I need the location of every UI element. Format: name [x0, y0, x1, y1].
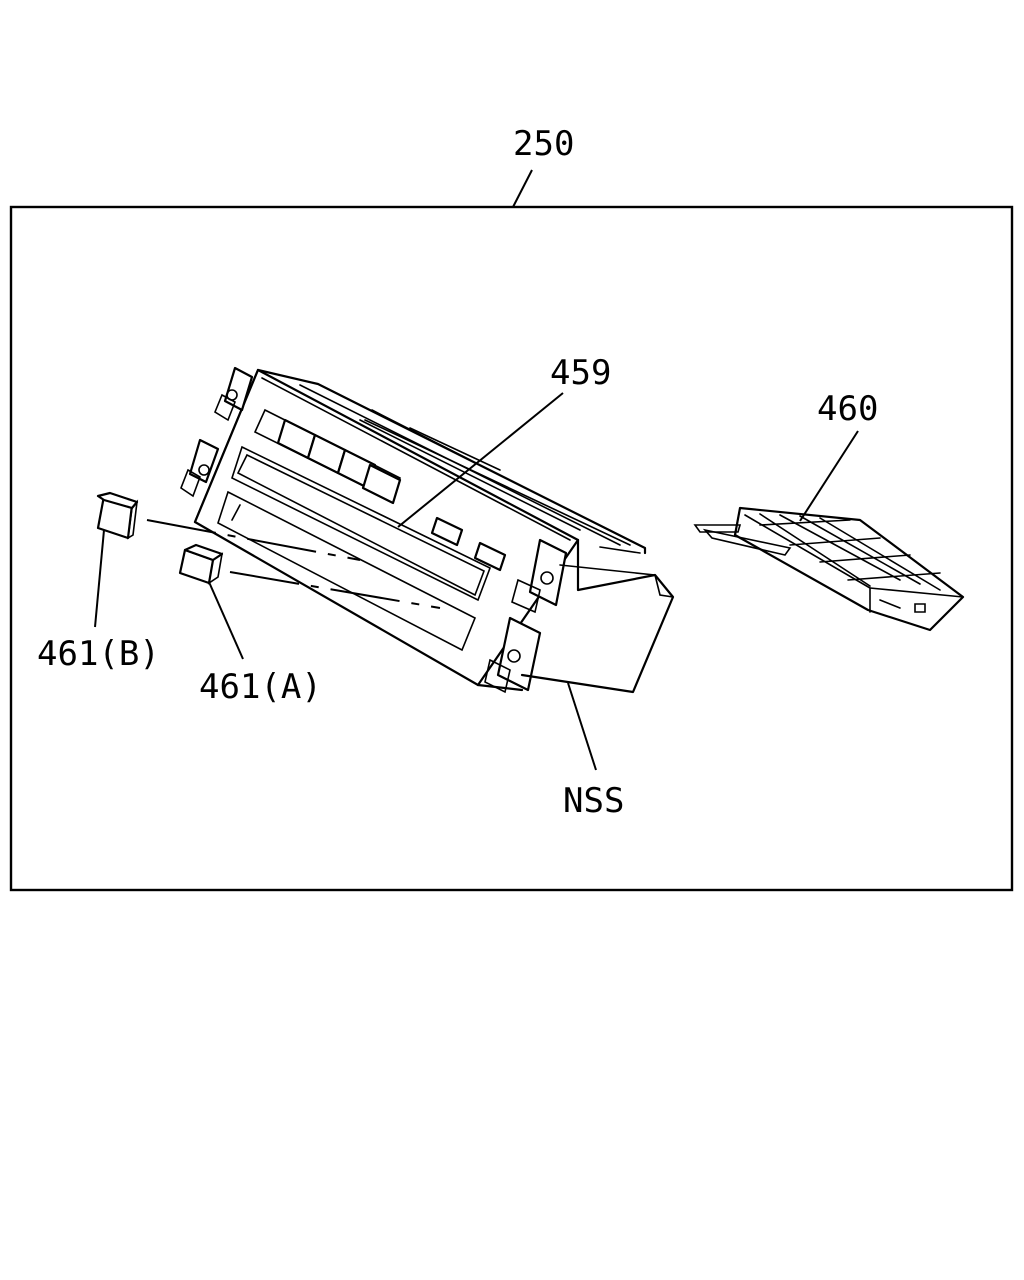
- label-461b: 461(B): [37, 634, 160, 674]
- label-250: 250: [513, 124, 574, 164]
- label-460: 460: [817, 389, 878, 429]
- assembly-frame: [9, 205, 1014, 892]
- label-459: 459: [550, 353, 611, 393]
- knob-461b: [96, 491, 139, 540]
- leader-250: [512, 169, 533, 208]
- align-line-b: [146, 519, 361, 561]
- leader-nss: [567, 682, 597, 771]
- align-line-a: [229, 571, 441, 609]
- leader-460: [799, 430, 859, 522]
- leader-461b: [94, 529, 105, 628]
- leader-461a: [208, 581, 244, 660]
- knob-461a: [178, 543, 224, 585]
- label-nss: NSS: [563, 781, 624, 821]
- radio-unit: [180, 366, 675, 694]
- module-460: [693, 506, 965, 632]
- leader-459: [397, 392, 564, 528]
- label-461a: 461(A): [199, 667, 322, 707]
